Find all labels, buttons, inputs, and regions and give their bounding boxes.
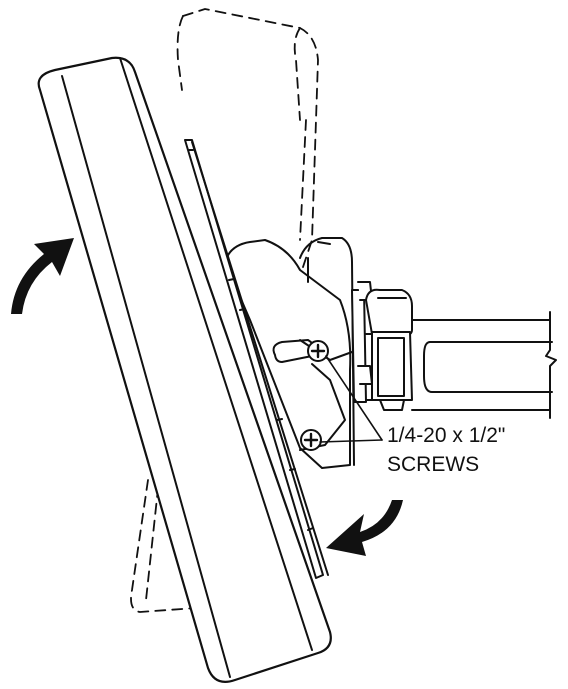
monitor-rear-panel: [184, 139, 324, 579]
lower-screw: [300, 429, 322, 451]
hinge-block: [365, 288, 413, 335]
arm-break: [545, 311, 557, 419]
arm-tube: [411, 319, 551, 411]
upper-screw: [307, 340, 329, 362]
callout-leaders: [319, 355, 383, 443]
bracket-back-plate: [299, 237, 355, 466]
bezel-inner-edge: [61, 75, 231, 678]
lower-dashed-body: [130, 479, 197, 613]
screw-type-label: SCREWS: [387, 453, 480, 476]
monitor-body: [37, 56, 332, 683]
tilt-down-arrow: [326, 500, 403, 556]
upper-dashed-body: [182, 8, 319, 277]
hinge-plate-left: [351, 289, 367, 403]
swivel-arm: [351, 281, 557, 419]
tilt-up-arrow: [11, 238, 74, 314]
mounting-bracket: [224, 237, 355, 469]
screw-size-label: 1/4-20 x 1/2": [387, 424, 506, 447]
screw-callout: 1/4-20 x 1/2" SCREWS: [387, 421, 505, 479]
monitor-front-bezel: [37, 56, 332, 683]
